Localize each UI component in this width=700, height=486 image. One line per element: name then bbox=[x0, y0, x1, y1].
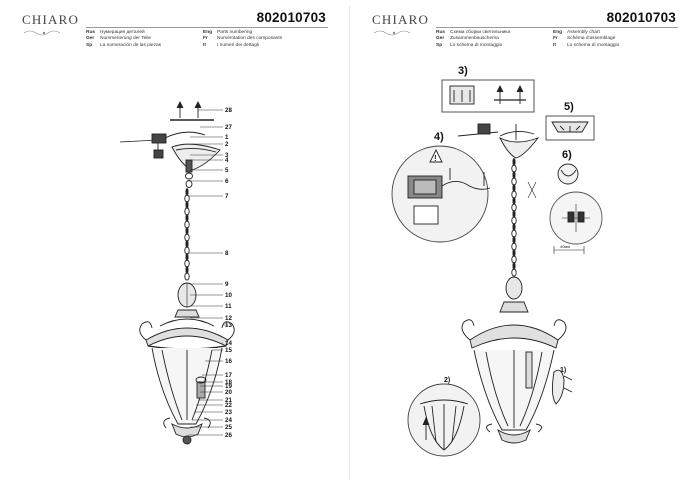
chain-link bbox=[511, 268, 517, 277]
part-number-label: 15 bbox=[225, 347, 232, 354]
svg-text:!: ! bbox=[434, 154, 437, 163]
chain-link bbox=[184, 272, 190, 281]
chain-link bbox=[184, 194, 190, 203]
detail-callout-label: 4) bbox=[434, 131, 444, 143]
model-code: 802010703 bbox=[606, 10, 676, 25]
chain-link bbox=[185, 188, 189, 196]
chain-link bbox=[511, 164, 517, 173]
chain-link bbox=[512, 184, 516, 192]
model-code: 802010703 bbox=[256, 10, 326, 25]
exploded-lamp-drawing: 2827123456789101112131415161718192021222… bbox=[119, 100, 235, 445]
chain-link bbox=[512, 158, 516, 166]
chain-link bbox=[185, 227, 189, 235]
part-number-label: 28 bbox=[225, 107, 232, 114]
chain-link bbox=[185, 253, 189, 261]
part-number-label: 6 bbox=[225, 178, 229, 185]
chain-link bbox=[512, 210, 516, 218]
part-number-label: 24 bbox=[225, 417, 232, 424]
header-rule bbox=[86, 27, 328, 28]
part-number-label: 22 bbox=[225, 402, 232, 409]
chain-link bbox=[185, 214, 189, 222]
chain-link bbox=[511, 255, 517, 264]
part-number-label: 12 bbox=[225, 315, 232, 322]
detail-callout-label: 3) bbox=[458, 65, 468, 77]
chain-link bbox=[511, 190, 517, 199]
part-number-label: 1 bbox=[225, 134, 229, 141]
detail-callout-label: 6) bbox=[562, 149, 572, 161]
detail-callout-label: 1) bbox=[560, 367, 566, 374]
brand-logo: CHIARO bbox=[22, 12, 80, 27]
part-number-label: 7 bbox=[225, 193, 229, 200]
chain-link bbox=[184, 220, 190, 229]
chain-link bbox=[511, 216, 517, 225]
part-number-label: 23 bbox=[225, 409, 232, 416]
chain-link bbox=[511, 242, 517, 251]
part-number-label: 18 bbox=[225, 379, 232, 386]
chain-link bbox=[512, 249, 516, 257]
part-number-label: 10 bbox=[225, 292, 232, 299]
part-number-label: 16 bbox=[225, 358, 232, 365]
part-number-label: 19 bbox=[225, 383, 232, 390]
part-number-label: 17 bbox=[225, 372, 232, 379]
detail-callout-label: 2) bbox=[444, 377, 450, 384]
chain-link bbox=[184, 207, 190, 216]
chain-link bbox=[185, 266, 189, 274]
chain-link bbox=[512, 171, 516, 179]
brand-ornament-icon bbox=[23, 30, 61, 36]
part-number-label: 9 bbox=[225, 281, 229, 288]
part-number-label: 3 bbox=[225, 152, 229, 159]
chain-link bbox=[185, 201, 189, 209]
detail-callout-label: 5) bbox=[564, 101, 574, 113]
chain-link bbox=[184, 233, 190, 242]
part-number-label: 13 bbox=[225, 322, 232, 329]
chain-link bbox=[512, 236, 516, 244]
part-number-label: 14 bbox=[225, 340, 232, 347]
chain-link bbox=[512, 262, 516, 270]
brand-logo: CHIARO bbox=[372, 12, 430, 27]
part-number-label: 2 bbox=[225, 141, 229, 148]
chain-link bbox=[184, 246, 190, 255]
assembly-drawing: ! 40мм bbox=[391, 65, 603, 457]
part-number-label: 21 bbox=[225, 397, 232, 404]
header-rule bbox=[436, 27, 678, 28]
part-number-label: 8 bbox=[225, 250, 229, 257]
chain-link bbox=[512, 223, 516, 231]
part-number-label: 26 bbox=[225, 432, 232, 439]
part-number-label: 27 bbox=[225, 124, 232, 131]
chain-link bbox=[184, 259, 190, 268]
chain-link bbox=[512, 197, 516, 205]
chain-link bbox=[511, 229, 517, 238]
chain-link bbox=[511, 177, 517, 186]
svg-text:40мм: 40мм bbox=[560, 244, 570, 249]
chain-link bbox=[185, 240, 189, 248]
part-number-label: 11 bbox=[225, 303, 232, 310]
page-divider bbox=[349, 6, 350, 480]
part-number-label: 20 bbox=[225, 389, 232, 396]
chain-link bbox=[511, 203, 517, 212]
brand-ornament-icon bbox=[373, 30, 411, 36]
part-number-label: 5 bbox=[225, 167, 229, 174]
part-number-label: 4 bbox=[225, 157, 229, 164]
part-number-label: 25 bbox=[225, 424, 232, 431]
